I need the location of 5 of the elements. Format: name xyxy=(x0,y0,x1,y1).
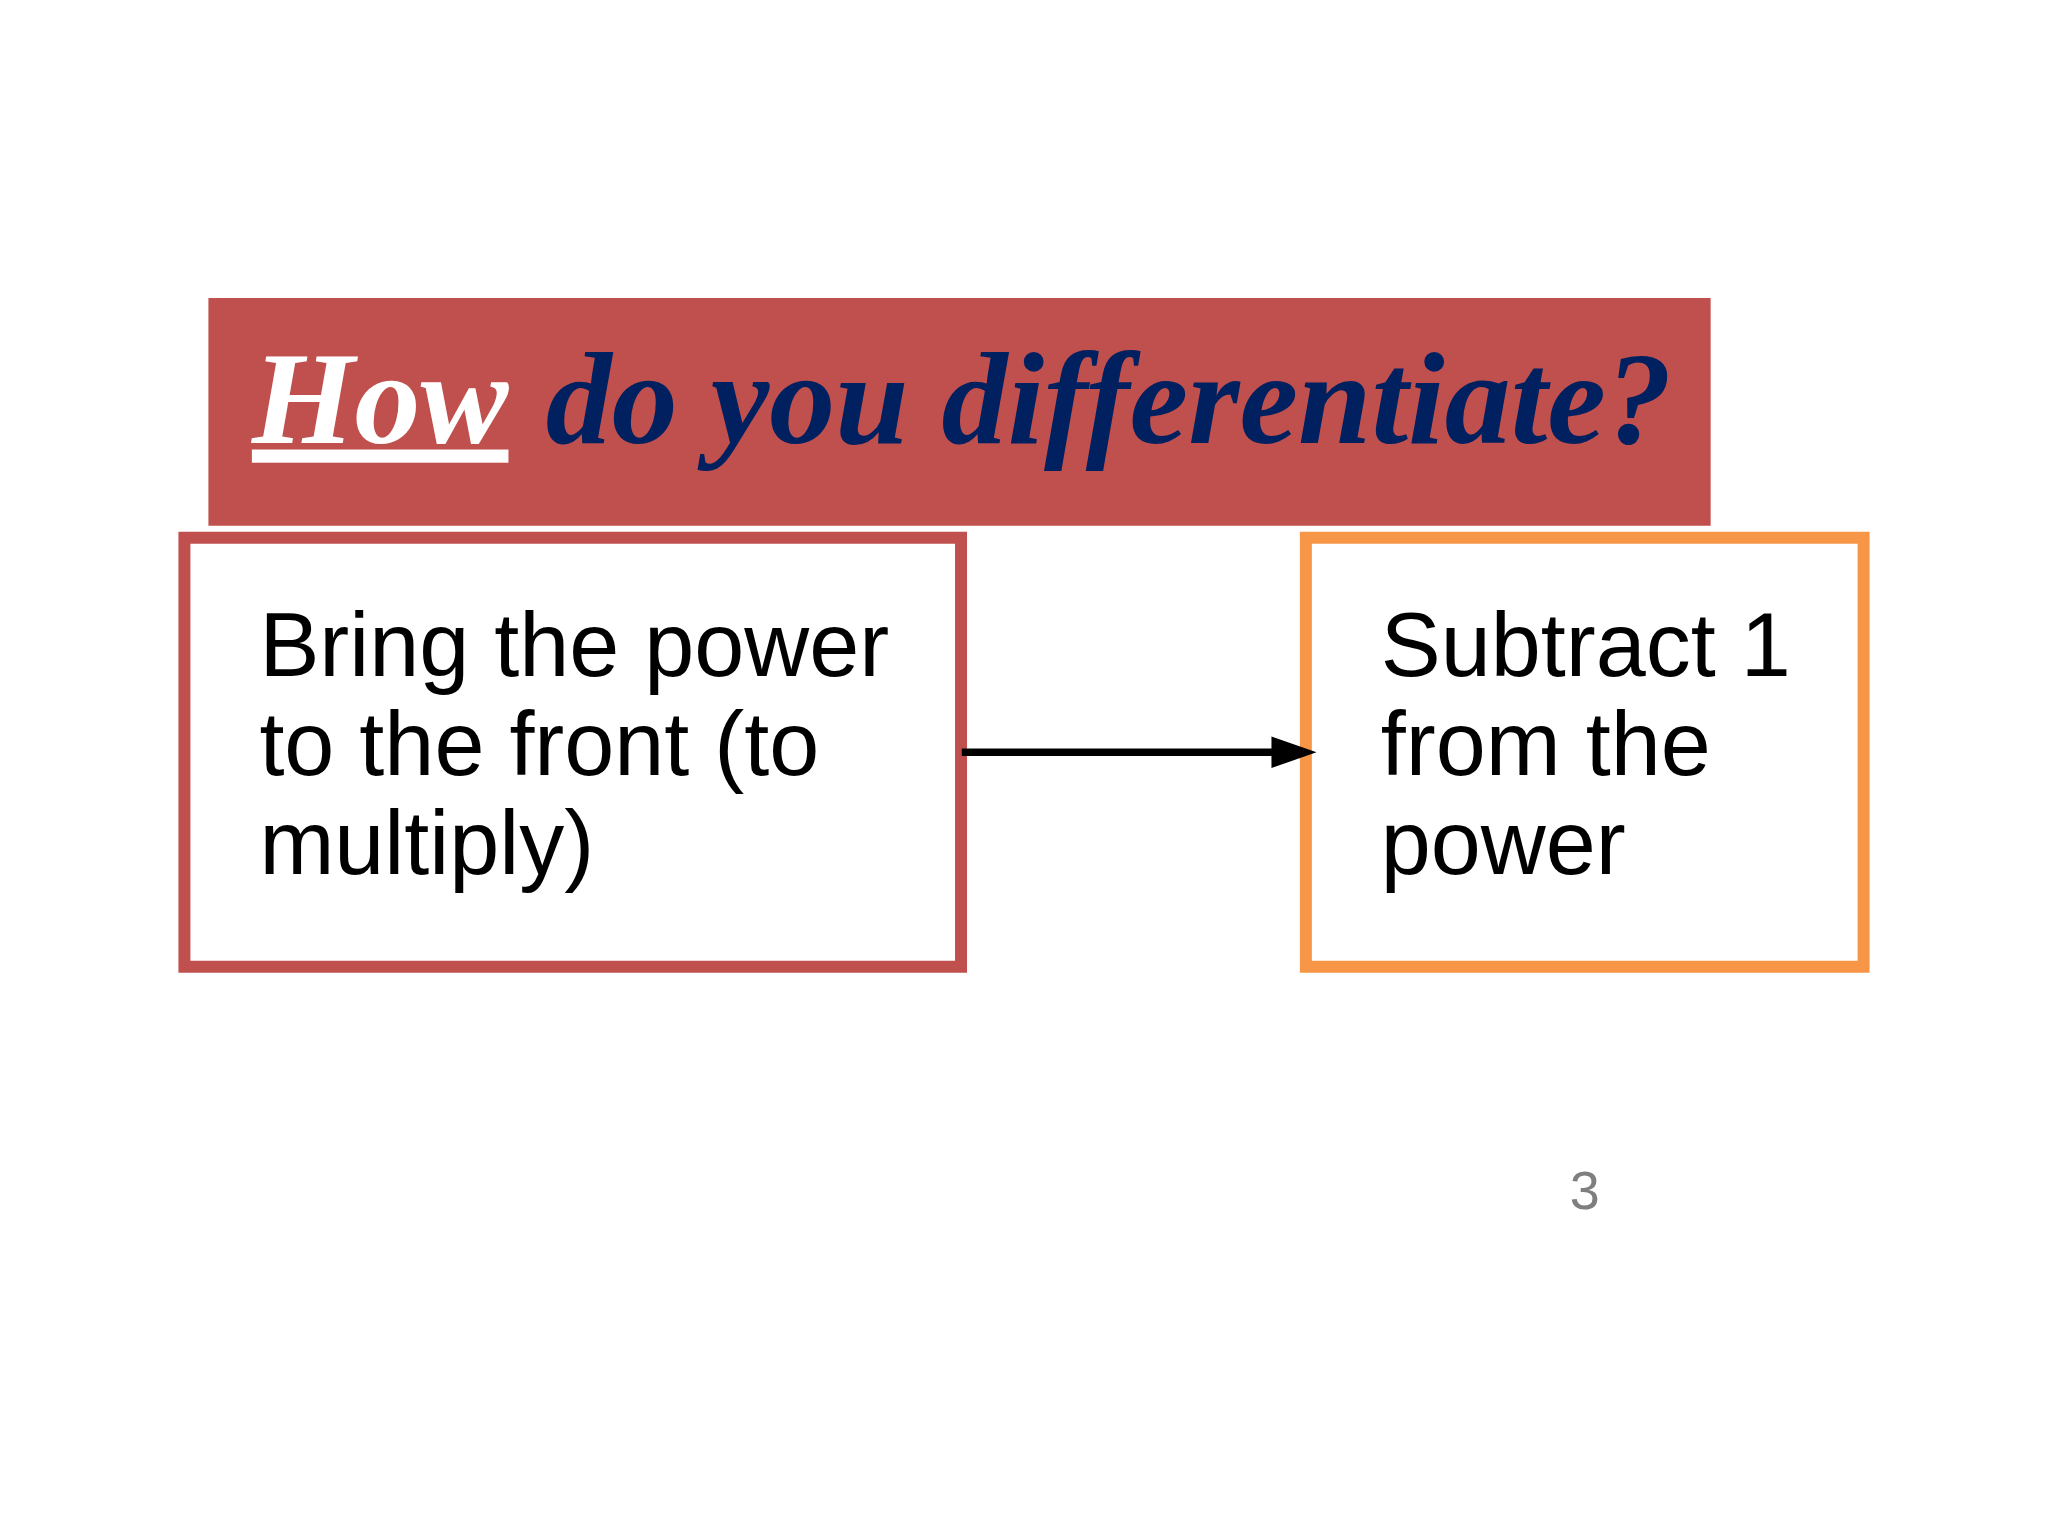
label: 3 xyxy=(1569,1160,1600,1221)
node-box: Subtract 1 from the power xyxy=(1299,531,1870,973)
node-box: Bring the power to the front (to multiply) xyxy=(178,531,968,973)
arrow xyxy=(961,736,1317,769)
diagram-title: How do you differentiate? xyxy=(251,324,1672,472)
